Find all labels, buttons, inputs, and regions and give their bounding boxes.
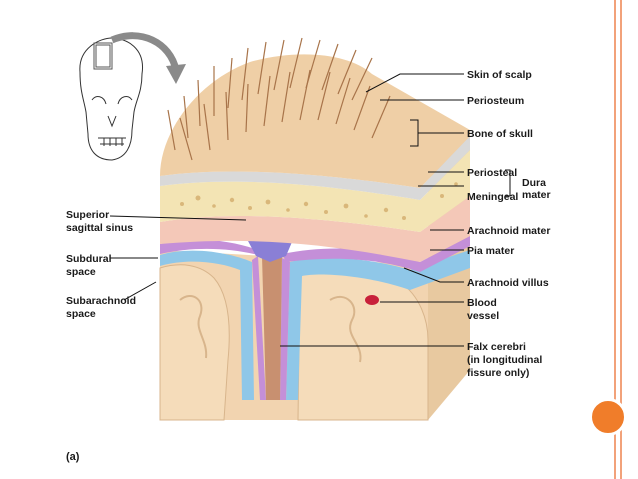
label-dura-line2: mater	[522, 189, 551, 201]
label-superior-line1: Superior	[66, 209, 109, 221]
brain-gyri	[159, 264, 429, 421]
panel-label: (a)	[66, 451, 80, 463]
label-periosteum: Periosteum	[467, 95, 524, 107]
label-dura-line1: Dura	[522, 177, 546, 189]
label-meningeal: Meningeal	[467, 191, 518, 203]
falx-cerebri	[262, 256, 282, 400]
dura-mater-layer	[160, 196, 470, 262]
label-periosteal: Periosteal	[467, 167, 517, 179]
frame-line-left	[614, 0, 616, 479]
scalp-layer	[160, 37, 470, 189]
pointer-arrowhead	[166, 64, 186, 84]
label-arachnoid-mater: Arachnoid mater	[467, 225, 550, 237]
pointer-arrow	[110, 32, 180, 71]
bone-layer	[160, 150, 470, 232]
slide-nav-dot[interactable]	[589, 398, 627, 436]
label-subdural-line2: space	[66, 266, 96, 278]
label-subarachnoid-line1: Subarachnoid	[66, 295, 136, 307]
label-blood-line1: Blood	[467, 297, 497, 309]
pia-subarachnoid-layer	[160, 250, 470, 400]
label-skin-of-scalp: Skin of scalp	[467, 69, 532, 81]
label-falx-line2: (in longitudinal	[467, 354, 542, 366]
skull-thumbnail-icon	[79, 37, 143, 161]
label-subarachnoid-line2: space	[66, 308, 96, 320]
label-falx-line1: Falx cerebri	[467, 341, 526, 353]
arachnoid-layer	[160, 236, 470, 400]
label-superior-line2: sagittal sinus	[66, 222, 133, 234]
label-arachnoid-villus: Arachnoid villus	[467, 277, 549, 289]
blood-vessel	[365, 295, 379, 305]
label-bone-of-skull: Bone of skull	[467, 128, 533, 140]
leader-lines	[109, 73, 511, 347]
label-subdural-line1: Subdural	[66, 253, 112, 265]
frame-line-right	[620, 0, 622, 479]
label-pia-mater: Pia mater	[467, 245, 514, 257]
label-falx-line3: fissure only)	[467, 367, 529, 379]
label-blood-line2: vessel	[467, 310, 499, 322]
